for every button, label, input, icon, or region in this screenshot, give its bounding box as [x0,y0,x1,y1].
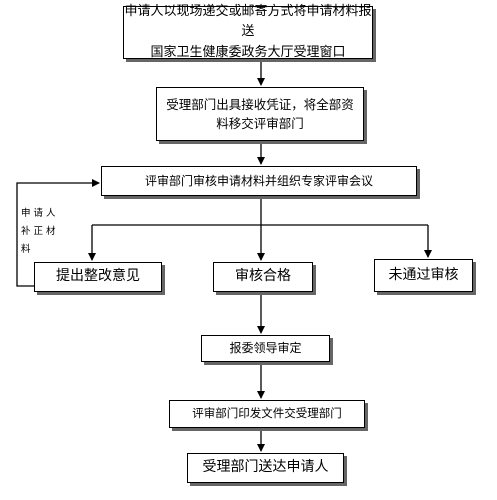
arrow-rectify-loop [16,179,100,287]
step-rectify-opinion: 提出整改意见 [34,262,162,292]
side-note-line: 料 [21,244,34,255]
step-deliver-applicant: 受理部门送达申请人 [187,453,344,483]
step-submit-line-1: 申请人以现场递交或邮寄方式将申请材料报送 [124,4,372,40]
step-expert-review: 评审部门审核申请材料并组织专家评审会议 [101,166,417,196]
step-submit-application: 申请人以现场递交或邮寄方式将申请材料报送 国家卫生健康委政务大厅受理窗口 [123,4,373,60]
step-submit-line-2: 国家卫生健康委政务大厅受理窗口 [150,44,346,60]
step-leader-approval: 报委领导审定 [201,335,330,362]
step-accept-line-1: 受理部门出具接收凭证，将全部资 [166,96,354,112]
step-accept-materials: 受理部门出具接收凭证，将全部资 料移交评审部门 [156,87,364,141]
step-review-fail: 未通过审核 [374,259,473,292]
side-note-line: 补正材 [21,226,59,237]
side-note-line: 申请人 [21,208,59,219]
side-note-supplement: 申请人 补正材 料 [21,205,61,259]
step-accept-line-2: 料移交评审部门 [216,116,304,131]
step-review-pass: 审核合格 [213,262,313,292]
step-issue-document: 评审部门印发文件交受理部门 [169,400,365,428]
